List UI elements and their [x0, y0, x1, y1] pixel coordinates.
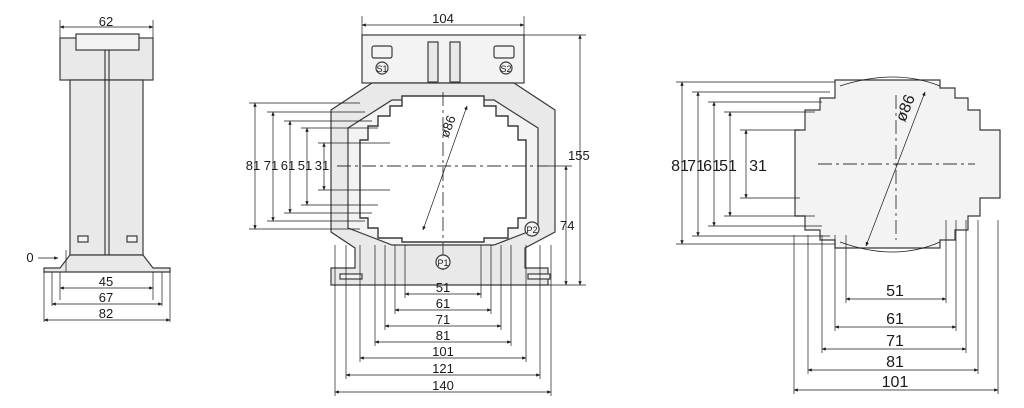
front-horizontal-dim-label: 61 — [436, 296, 450, 311]
dim-front-height: 155 — [568, 148, 590, 163]
terminal-p1-screw — [435, 254, 451, 270]
terminal-s1-screw — [375, 61, 389, 75]
terminal-p2-label: P2 — [526, 225, 537, 235]
detail-vertical-dim-label: 71 — [687, 158, 705, 175]
front-horizontal-dim-label: 71 — [436, 312, 450, 327]
front-horizontal-dim-label: 51 — [436, 280, 450, 295]
detail-horizontal-dim-label: 81 — [886, 354, 904, 371]
dim-side-inner: 45 — [99, 274, 113, 289]
terminal-s2-screw — [499, 61, 513, 75]
terminal-p2-screw — [524, 221, 540, 237]
side-view-base — [43, 254, 171, 273]
front-view: S1 S2 ø86 P1 P2 104 155 74 8 — [246, 11, 590, 396]
detail-vertical-dim-label: 51 — [719, 158, 737, 175]
detail-horizontal-dim-label: 71 — [886, 333, 904, 350]
front-horizontal-dim-label: 101 — [432, 344, 454, 359]
dim-front-top: 104 — [432, 11, 454, 26]
front-horizontal-dim-label: 121 — [432, 361, 454, 376]
front-vertical-dim-label: 71 — [264, 158, 278, 173]
front-vertical-dim-label: 51 — [298, 158, 312, 173]
detail-vertical-dim-label: 61 — [703, 158, 721, 175]
detail-horizontal-dims: 51 61 71 81 101 — [793, 220, 999, 394]
front-horizontal-dim-label: 81 — [436, 328, 450, 343]
terminal-plate — [361, 34, 525, 84]
dim-side-foot-outer: 82 — [99, 306, 113, 321]
front-horizontal-dim-label: 140 — [432, 378, 454, 393]
front-diameter: ø86 — [437, 113, 459, 139]
side-view: 62 0 45 67 82 — [26, 14, 171, 322]
side-view-body — [69, 79, 144, 256]
terminal-s2-label: S2 — [500, 64, 511, 74]
detail-horizontal-dim-label: 51 — [886, 283, 904, 300]
terminal-s1-label: S1 — [376, 64, 387, 74]
side-view-terminal-block — [75, 33, 140, 51]
dim-front-center: 74 — [560, 218, 574, 233]
detail-horizontal-dim-label: 101 — [882, 374, 909, 391]
front-vertical-dim-label: 81 — [246, 158, 260, 173]
front-vertical-dim-label: 61 — [281, 158, 295, 173]
dim-side-foot-inner: 67 — [99, 290, 113, 305]
detail-vertical-dim-label: 31 — [749, 158, 767, 175]
front-vertical-dim-label: 31 — [315, 158, 329, 173]
dim-side-offset: 0 — [26, 250, 33, 265]
detail-horizontal-dim-label: 61 — [886, 311, 904, 328]
dim-side-top: 62 — [99, 14, 113, 29]
detail-vertical-dim-label: 81 — [671, 158, 689, 175]
terminal-p1-label: P1 — [437, 258, 448, 268]
